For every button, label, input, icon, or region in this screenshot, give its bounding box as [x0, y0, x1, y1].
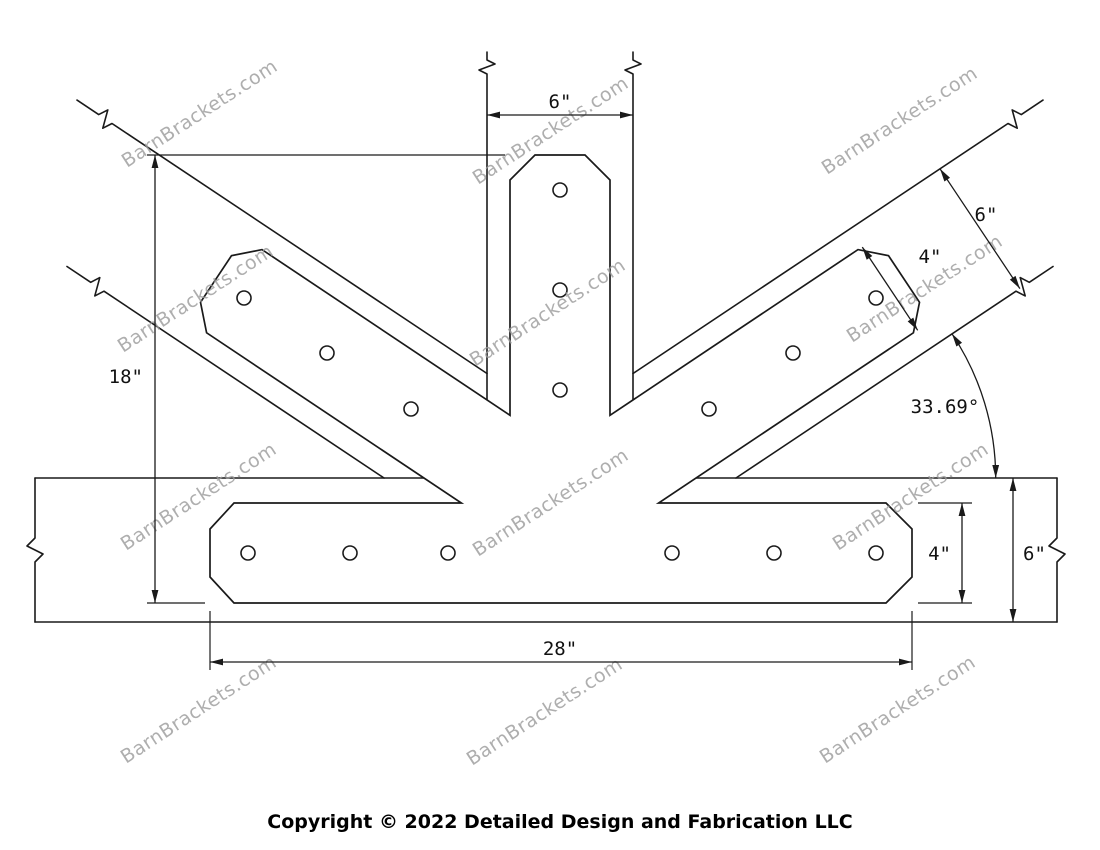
dimension-brace-plate-width: 4" [861, 246, 942, 331]
bolt-hole [319, 345, 335, 361]
dimension-label-plate-length: 28" [543, 638, 577, 660]
bolt-hole [664, 545, 680, 561]
bolt-hole [403, 401, 419, 417]
bolt-hole [236, 290, 252, 306]
right-brace-top-edge [632, 99, 1044, 375]
dimension-plate-length: 28" [209, 611, 913, 670]
post-left-edge [478, 51, 496, 479]
dimension-line [939, 168, 1021, 289]
dimension-annotations: 6" 18" 6" 4" 33.69° 4" [109, 91, 1046, 670]
bolt-hole [701, 401, 717, 417]
bolt-hole [785, 345, 801, 361]
left-brace-bottom-edge [66, 265, 385, 479]
left-brace-top-edge [76, 99, 488, 375]
dimension-line [861, 246, 919, 331]
copyright-text: Copyright © 2022 Detailed Design and Fab… [267, 811, 852, 833]
dimension-brace-angle: 33.69° [911, 333, 1000, 479]
watermark-text: BarnBrackets.com [818, 62, 982, 179]
dimension-brace-width: 6" [939, 168, 1021, 289]
fan-bracket-plate [199, 154, 921, 604]
bolt-hole [552, 382, 568, 398]
bolt-hole [240, 545, 256, 561]
dimension-plate-height: 4" [918, 502, 972, 604]
dimension-label-angle: 33.69° [911, 396, 980, 418]
angle-arc [951, 333, 1000, 479]
watermark-text: BarnBrackets.com [816, 651, 980, 768]
dimension-label-plate-height: 4" [928, 543, 951, 565]
bolt-hole [440, 545, 456, 561]
dimension-label-brace-width: 6" [975, 204, 998, 226]
dimension-bracket-height: 18" [109, 154, 505, 604]
bolt-hole [868, 545, 884, 561]
dimension-post-width: 6" [487, 91, 633, 119]
bolt-hole [552, 282, 568, 298]
beam-right-break [1048, 477, 1066, 623]
bolt-hole [766, 545, 782, 561]
dimension-label-post-width: 6" [549, 91, 572, 113]
bolt-holes [236, 182, 884, 561]
dimension-beam-height: 6" [1009, 478, 1046, 622]
dimension-label-brace-plate-width: 4" [919, 246, 942, 268]
bolt-hole [552, 182, 568, 198]
post-right-edge [624, 51, 642, 479]
watermark-text: BarnBrackets.com [117, 651, 281, 768]
dimension-label-beam-height: 6" [1023, 543, 1046, 565]
bolt-hole [342, 545, 358, 561]
dimension-label-bracket-height: 18" [109, 366, 143, 388]
right-brace-bottom-edge [735, 265, 1054, 479]
beam-left-break [26, 477, 44, 623]
watermark-text: BarnBrackets.com [463, 653, 627, 770]
